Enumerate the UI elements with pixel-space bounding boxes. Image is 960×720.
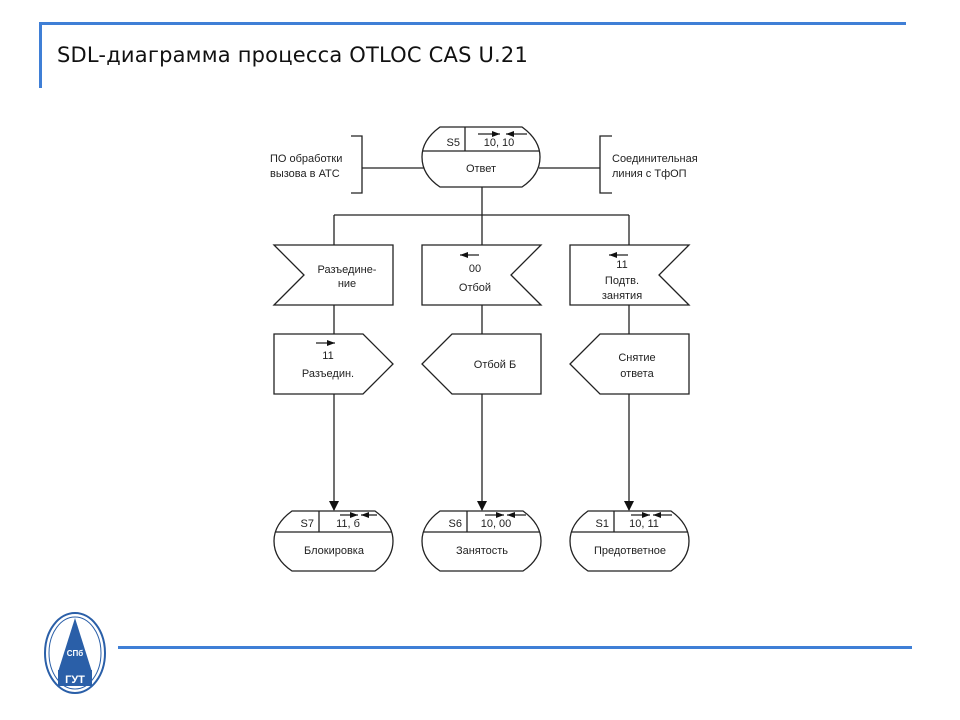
input-signal-3-label: Подтв. <box>605 275 639 287</box>
start-state-code: 10, 10 <box>484 137 515 149</box>
input-signal-2-code: 00 <box>469 263 481 275</box>
output-signal-1-code: 11 <box>322 350 333 362</box>
start-state-s5 <box>421 126 541 188</box>
logo-text-bottom: ГУТ <box>65 674 85 686</box>
output-signal-1-shape <box>273 333 394 395</box>
input-signal-2-shape <box>421 244 543 306</box>
logo-text-top: СПб <box>67 649 84 658</box>
start-state-id: S5 <box>447 137 460 149</box>
input-signal-1-label: ние <box>338 278 356 290</box>
input-signal-3-code: 11 <box>616 259 627 271</box>
next-state-3-name: Предответное <box>594 545 666 557</box>
input-signal-1-label: Разъедине- <box>318 264 377 276</box>
next-state-s7 <box>273 510 394 572</box>
output-signal-3-label: ответа <box>620 368 654 380</box>
footer-divider-line <box>118 646 912 649</box>
next-state-1-id: S7 <box>301 518 314 530</box>
next-state-s6 <box>421 510 542 572</box>
next-state-2-code: 10, 00 <box>481 518 512 530</box>
input-signal-3-label: занятия <box>602 290 642 302</box>
next-state-3-code: 10, 11 <box>629 518 659 530</box>
next-state-1-code: 11, б <box>336 518 360 530</box>
next-state-3-id: S1 <box>596 518 609 530</box>
right-environment-bracket <box>539 135 612 194</box>
input-signal-3-shape <box>569 244 691 306</box>
next-state-s1 <box>569 510 690 572</box>
output-signal-3-label: Снятие <box>618 352 655 364</box>
left-environment-label: ПО обработки <box>270 153 342 165</box>
university-logo: СПб ГУТ <box>44 612 106 694</box>
branch-connector <box>333 187 630 245</box>
next-state-1-name: Блокировка <box>304 545 365 557</box>
header-frame-left-line <box>39 22 42 88</box>
input-signal-2-label: Отбой <box>459 282 491 294</box>
right-environment-label: линия с ТфОП <box>612 168 687 180</box>
right-environment-label: Соединительная <box>612 153 698 165</box>
next-state-2-name: Занятость <box>456 545 508 557</box>
output-signal-3-shape <box>569 333 690 395</box>
page-title: SDL-диаграмма процесса OTLOC CAS U.21 <box>57 43 529 67</box>
header-frame-top-line <box>39 22 906 25</box>
output-signal-2-label: Отбой Б <box>474 359 516 371</box>
start-state-name: Ответ <box>466 163 496 175</box>
output-signal-1-label: Разъедин. <box>302 368 354 380</box>
output-signal-2-shape <box>421 333 542 395</box>
left-environment-bracket <box>351 135 424 194</box>
left-environment-label: вызова в АТС <box>270 168 340 180</box>
next-state-2-id: S6 <box>449 518 462 530</box>
